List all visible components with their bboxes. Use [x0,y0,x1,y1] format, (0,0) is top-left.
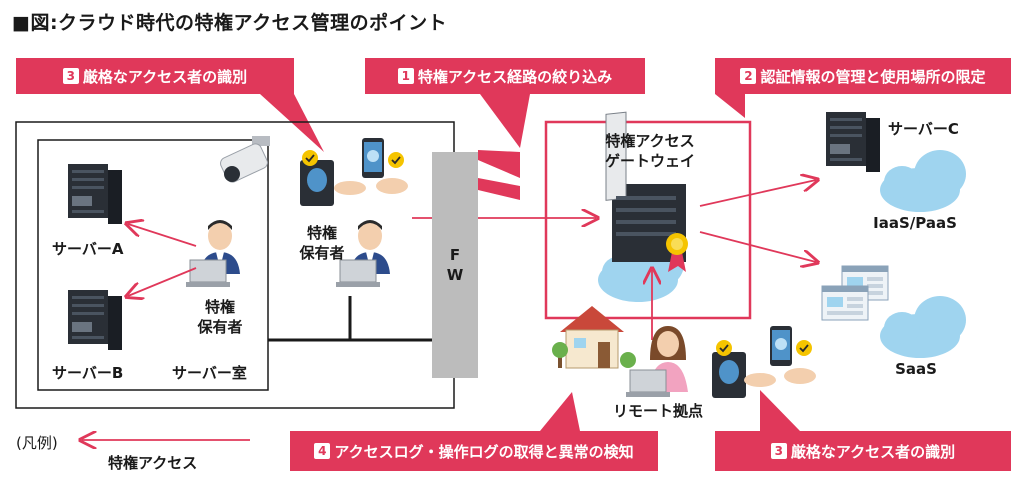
banner-logging: 4 アクセスログ・操作ログの取得と異常の検知 [290,431,658,471]
inside-holder-laptop-icon [185,259,231,288]
server-c-icon [826,112,880,172]
callout-pointer [480,94,530,148]
outside-holder-laptop-icon [335,259,381,288]
tree-icon [552,342,568,368]
saas-window-icon [821,285,869,321]
bush-icon [620,352,636,368]
banner-label: 特権アクセス経路の絞り込み [417,67,613,86]
banner-number: 3 [770,443,787,459]
firewall-label: W [446,266,464,284]
hand-icon [784,368,816,384]
remote-laptop-icon [625,369,671,398]
gateway-boundary [544,120,752,320]
access-arrow [128,224,197,247]
banner-identify-bottom: 3 厳格なアクセス者の識別 [715,431,1011,471]
saas-label: SaaS [895,360,937,378]
iaas-label: IaaS/PaaS [873,214,957,232]
access-arrow [699,231,816,262]
banner-label: 厳格なアクセス者の識別 [82,67,248,86]
gateway-label: ゲートウェイ [604,152,695,170]
fingerprint-reader-icon [712,352,776,398]
legend-title: (凡例) [16,434,58,452]
firewall: F W [432,152,478,378]
check-icon [715,339,733,357]
callout-pointer [260,94,324,152]
server-b-label: サーバーB [52,364,124,382]
outside-holder-label: 特権 [306,224,337,242]
callout-pointer [760,390,800,431]
banner-identify-top: 3 厳格なアクセス者の識別 [16,58,294,94]
banner-credentials: 2 認証情報の管理と使用場所の限定 [715,58,1011,94]
house-icon [560,306,624,369]
smartphone-icon [362,138,384,178]
callout-pointer [715,94,745,118]
inside-holder-label: 保有者 [197,318,243,336]
gateway-label: 特権アクセス [605,132,695,150]
fingerprint-reader-icon [300,160,366,206]
callout-pointer [540,392,580,431]
certificate-badge-icon [666,233,688,272]
callout-pointer [478,150,520,178]
hand-icon [376,178,408,194]
access-arrow [128,267,197,296]
saas-cloud-icon [880,296,966,358]
check-icon [387,151,405,169]
figure-title: ■図:クラウド時代の特権アクセス管理のポイント [12,12,448,34]
banner-number: 4 [314,443,331,459]
remote-site-label: リモート拠点 [612,402,703,420]
server-a-icon [68,164,122,224]
banner-label: 厳格なアクセス者の識別 [790,442,956,461]
firewall-label: F [449,246,461,264]
check-icon [795,339,813,357]
iaas-cloud-icon [880,150,966,212]
server-room-boundary [37,139,269,391]
banner-number: 3 [62,68,79,84]
banner-number: 1 [397,68,414,84]
callout-pointer [478,178,520,200]
access-arrow [699,180,816,207]
outside-holder-label: 保有者 [299,244,345,262]
server-a-label: サーバーA [52,240,124,258]
legend-label: 特権アクセス [108,454,198,472]
banner-label: 認証情報の管理と使用場所の限定 [760,67,986,86]
check-icon [301,149,319,167]
inside-holder-label: 特権 [204,298,235,316]
banner-label: アクセスログ・操作ログの取得と異常の検知 [334,442,634,461]
server-room-label: サーバー室 [172,364,247,382]
smartphone-icon [770,326,792,366]
banner-route: 1 特権アクセス経路の絞り込み [365,58,645,94]
server-b-icon [68,290,122,350]
server-c-label: サーバーC [888,120,959,138]
security-camera-icon [220,136,270,183]
banner-number: 2 [740,68,757,84]
gateway-server-icon [605,111,686,262]
